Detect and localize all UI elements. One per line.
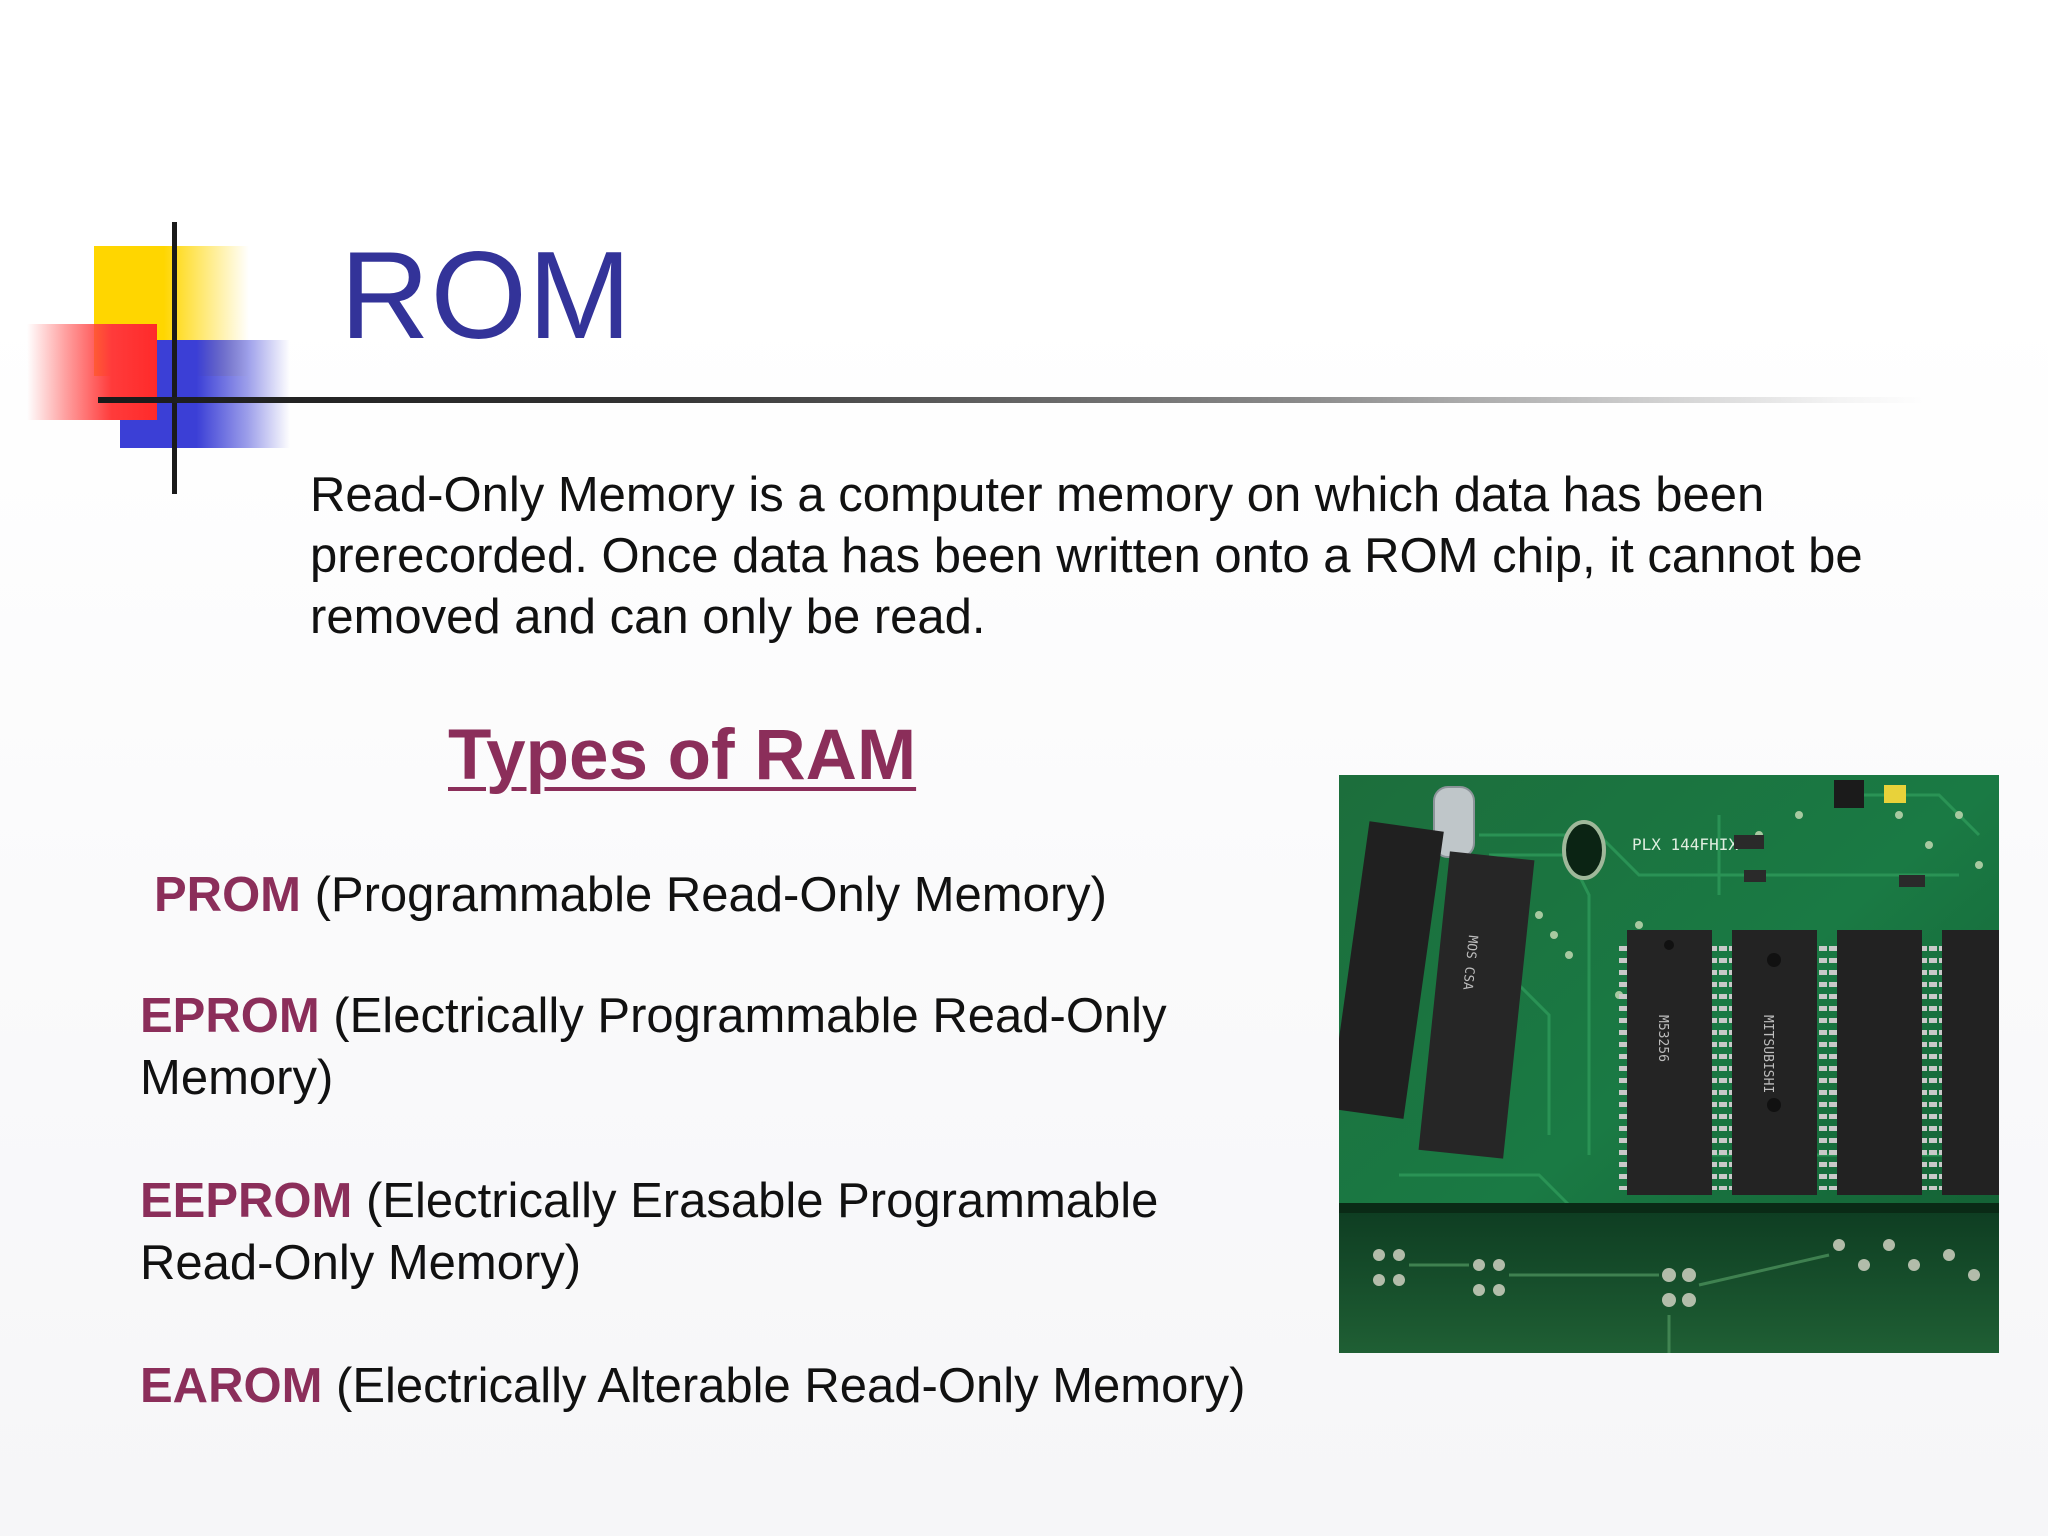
- type-abbr: EEPROM: [140, 1174, 353, 1228]
- type-item-prom: PROM (Programmable Read-Only Memory): [154, 864, 1264, 926]
- type-abbr: EAROM: [140, 1359, 323, 1413]
- type-full-name: (Programmable Read-Only Memory): [301, 868, 1107, 922]
- type-full-name: (Electrically Erasable Programmable Read…: [140, 1174, 1159, 1290]
- type-full-name: (Electrically Programmable Read-Only Mem…: [140, 989, 1167, 1105]
- type-item-eeprom: EEPROM (Electrically Erasable Programmab…: [140, 1170, 1250, 1294]
- chip-label: MITSUBISHI: [1760, 1015, 1775, 1093]
- decorative-red-square: [27, 324, 157, 420]
- type-full-name: (Electrically Alterable Read-Only Memory…: [322, 1359, 1246, 1413]
- slide-title: ROM: [340, 227, 633, 365]
- type-abbr: EPROM: [140, 989, 320, 1043]
- chip-label: MOS CSA: [1459, 935, 1480, 991]
- rom-description: Read-Only Memory is a computer memory on…: [310, 468, 1863, 644]
- decorative-vertical-line: [172, 222, 177, 494]
- type-item-eprom: EPROM (Electrically Programmable Read-On…: [140, 985, 1250, 1109]
- title-divider-line: [98, 397, 1928, 403]
- types-heading: Types of RAM: [448, 716, 917, 795]
- board-label: PLX 144FHIX: [1632, 835, 1738, 854]
- circuit-board-photo: PLX 144FHIX: [1339, 775, 1999, 1353]
- type-item-earom: EAROM (Electrically Alterable Read-Only …: [140, 1355, 1250, 1417]
- type-abbr: PROM: [154, 868, 301, 922]
- chip-label: M53256: [1655, 1015, 1670, 1062]
